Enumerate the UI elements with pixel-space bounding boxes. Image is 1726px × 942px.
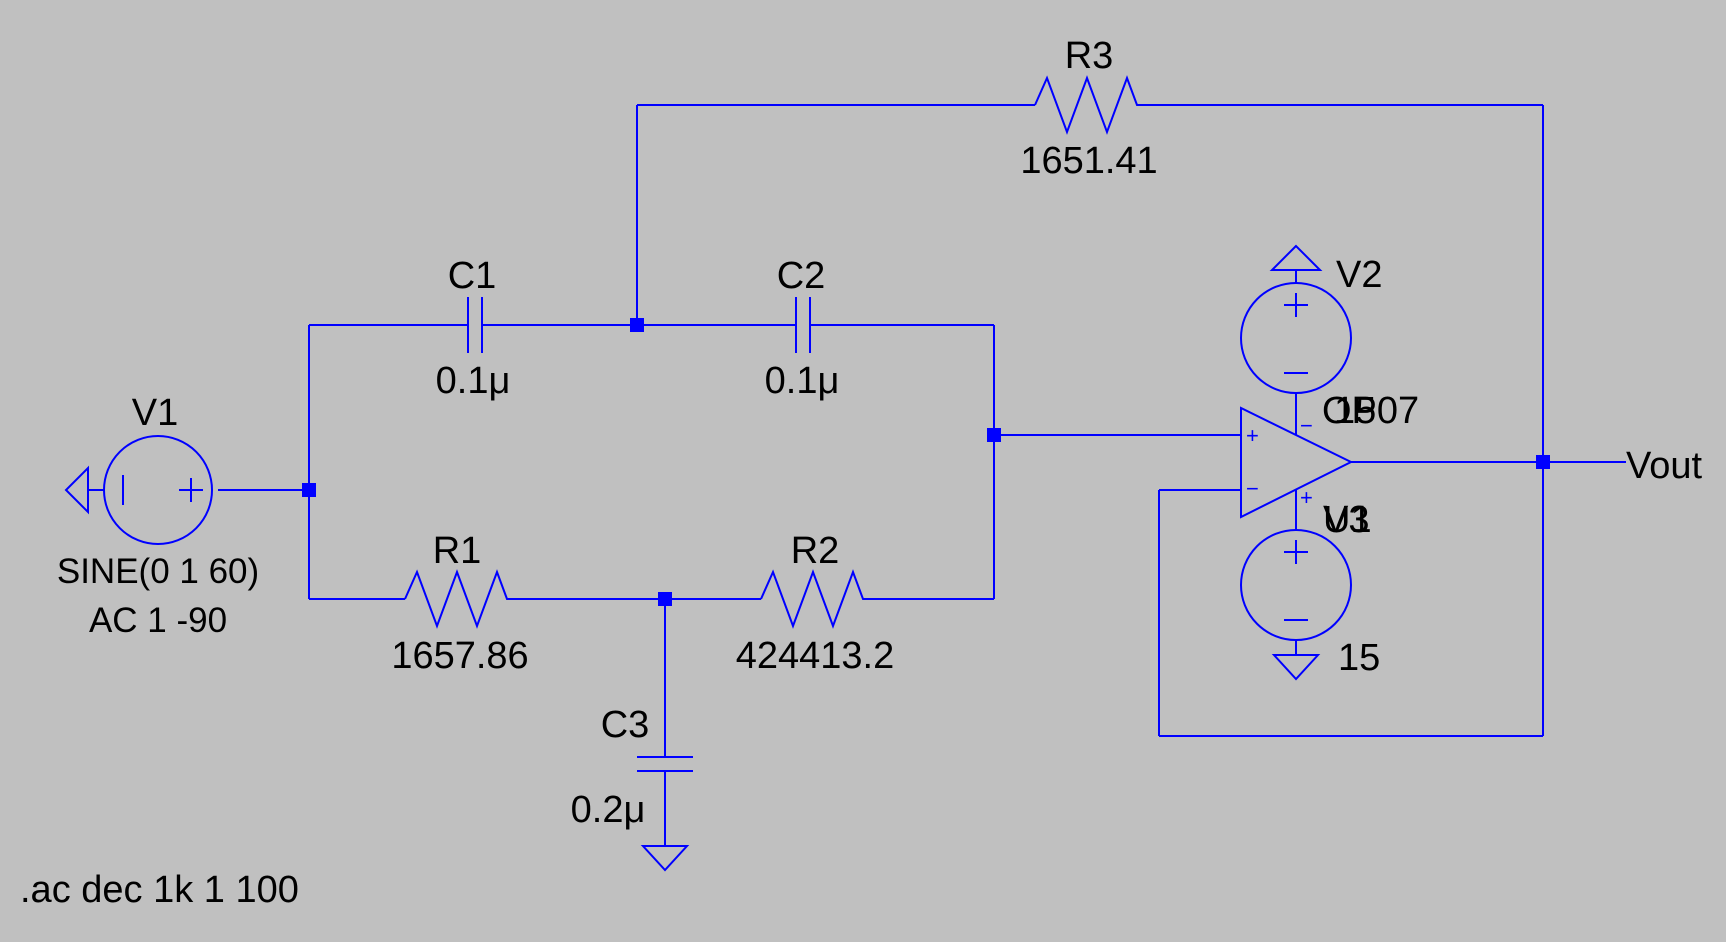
v2-name: V2: [1336, 254, 1382, 296]
c3-value: 0.2μ: [571, 789, 646, 831]
v1-value-line1: SINE(0 1 60): [57, 552, 259, 591]
r1-name: R1: [433, 530, 482, 572]
opamp-u1[interactable]: + − − +: [1240, 406, 1354, 519]
source-v2[interactable]: [1240, 244, 1352, 394]
resistor-r1[interactable]: [404, 569, 515, 629]
r3-name: R3: [1065, 35, 1114, 77]
u1-model: OP07: [1322, 390, 1419, 432]
u1-supply-value: 15: [1334, 390, 1376, 432]
capacitor-c1[interactable]: [467, 297, 483, 353]
junction-dot: [987, 428, 1001, 442]
r1-value: 1657.86: [391, 635, 528, 677]
r3-value: 1651.41: [1020, 140, 1157, 182]
vout-net-label: Vout: [1626, 445, 1703, 487]
source-v1[interactable]: [64, 435, 213, 545]
v3-value: 15: [1338, 637, 1380, 679]
c1-value: 0.1μ: [436, 360, 511, 402]
svg-text:−: −: [1300, 413, 1313, 438]
resistor-r2[interactable]: [760, 569, 871, 629]
c2-name: C2: [777, 255, 826, 297]
resistor-r3[interactable]: [1034, 75, 1145, 135]
junction-dot: [630, 318, 644, 332]
ground-icon: [64, 465, 89, 515]
ground-icon: [640, 845, 690, 872]
capacitor-c2[interactable]: [795, 297, 811, 353]
r2-value: 424413.2: [736, 635, 895, 677]
c2-value: 0.1μ: [765, 360, 840, 402]
junction-dot: [302, 483, 316, 497]
wires: [218, 104, 1626, 846]
v3-name: V3: [1323, 499, 1369, 541]
v1-value-line2: AC 1 -90: [89, 601, 227, 640]
junctions: [302, 318, 1550, 606]
c1-name: C1: [448, 255, 497, 297]
junction-dot: [658, 592, 672, 606]
svg-text:+: +: [1300, 485, 1313, 510]
spice-directive[interactable]: .ac dec 1k 1 100: [20, 869, 299, 911]
c3-name: C3: [601, 704, 650, 746]
svg-text:−: −: [1246, 476, 1259, 501]
u1-name: U1: [1323, 499, 1372, 541]
junction-dot: [1536, 455, 1550, 469]
power-arrow-icon: [1269, 244, 1323, 271]
svg-text:+: +: [1246, 423, 1259, 448]
ground-icon: [1271, 654, 1321, 681]
capacitor-c3[interactable]: [637, 756, 693, 872]
v1-name: V1: [132, 392, 178, 434]
source-v3[interactable]: [1240, 529, 1352, 681]
r2-name: R2: [791, 530, 840, 572]
